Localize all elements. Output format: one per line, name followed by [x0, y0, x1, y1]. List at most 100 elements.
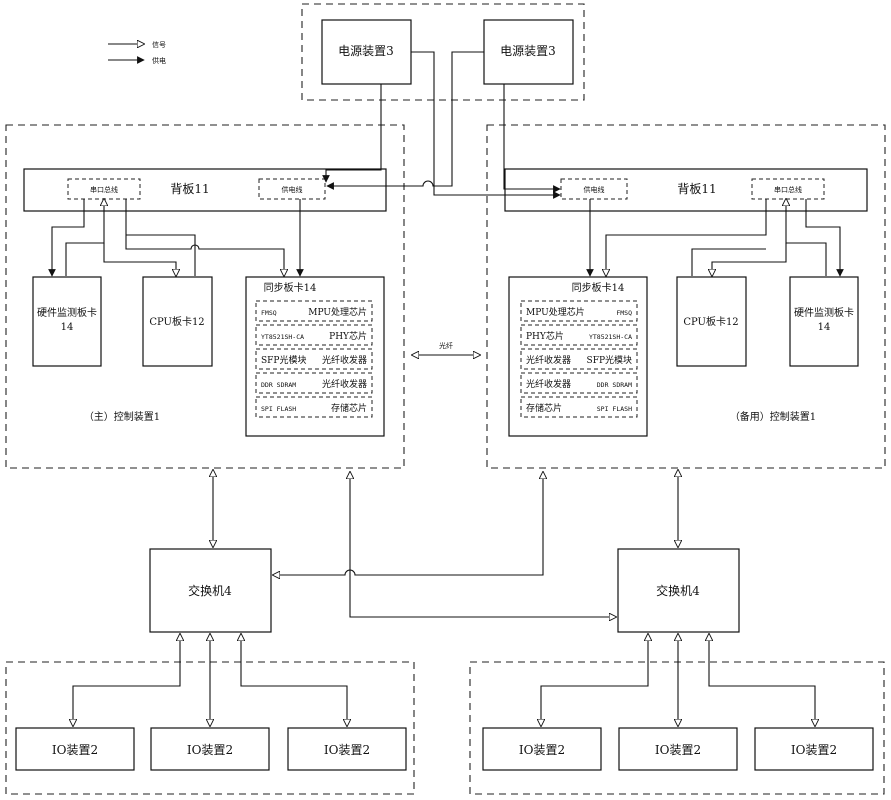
right-backplane-label: 背板11: [677, 182, 716, 196]
right-internal-wiring: [586, 199, 844, 277]
io-device-5: [618, 727, 738, 771]
right-sync-row-left-text: 存储芯片: [526, 402, 562, 414]
right-cpu-label: CPU板卡12: [683, 315, 738, 328]
left-sync-row: [255, 300, 373, 322]
io-device-6-label: IO装置2: [791, 743, 837, 757]
wire-rightswitch-io4: [541, 634, 648, 726]
left-control-boundary: [5, 124, 405, 469]
left-sync-row: [255, 324, 373, 346]
right-power-line-label: 供电线: [584, 185, 605, 194]
left-sync-row: [255, 348, 373, 370]
right-wire-serial-hw: [805, 199, 844, 277]
switch-right: [617, 548, 740, 633]
io-wiring: [73, 634, 815, 726]
legend-power-label: 供电: [152, 56, 166, 65]
io-device-6: [754, 727, 874, 771]
left-sync-row-left-text: SFP光模块: [261, 354, 306, 366]
switch-left: [149, 548, 272, 633]
right-sync-row-right-text: FMSQ: [616, 309, 632, 317]
right-wire-serial-sync: [606, 199, 767, 276]
right-wire-serial-cpu: [712, 243, 787, 276]
io-device-2-label: IO装置2: [187, 743, 233, 757]
left-sync-row: [255, 396, 373, 418]
left-sync-row-right-text: PHY芯片: [329, 330, 367, 342]
wire-leftctrl-rightswitch: [350, 472, 616, 617]
left-sync-label: 同步板卡14: [264, 281, 317, 294]
right-sync-row-left-text: MPU处理芯片: [526, 306, 585, 318]
wire-leftswitch-io1: [73, 634, 180, 726]
left-internal-wiring: [48, 199, 304, 277]
left-sync-row: [255, 372, 373, 394]
left-control-device: 背板11 串口总线 供电线 硬件监测板卡 14 CPU板卡12 同步板卡14 F…: [5, 124, 405, 469]
left-sync-row-right-text: 光纤收发器: [322, 354, 367, 366]
io-device-5-label: IO装置2: [655, 743, 701, 757]
right-sync-row: [520, 372, 638, 394]
power-supply-left: [321, 19, 412, 85]
power-group: 电源装置3 电源装置3: [301, 3, 585, 101]
io-device-1: [15, 727, 135, 771]
left-control-label: （主）控制装置1: [84, 410, 160, 423]
io-device-3-label: IO装置2: [324, 743, 370, 757]
left-wire-serial-hw: [48, 199, 85, 277]
right-power-line: [560, 178, 628, 200]
left-wire-hw-serial: [65, 199, 104, 276]
right-wire-hw-serial: [786, 199, 827, 276]
right-sync-row-right-text: SFP光模块: [587, 354, 632, 366]
right-control-boundary: [486, 124, 886, 469]
left-power-line-label: 供电线: [282, 185, 303, 194]
left-sync-row-left-text: YT8521SH-CA: [261, 333, 304, 341]
right-hw-monitor-label: 硬件监测板卡: [794, 306, 854, 319]
right-backplane: [504, 168, 868, 212]
power-wire-right-supply: [503, 84, 561, 193]
right-sync-row: [520, 300, 638, 322]
right-hw-monitor-card: [789, 276, 859, 367]
right-sync-card: [508, 276, 648, 437]
right-sync-row-right-text: DDR SDRAM: [597, 381, 632, 389]
power-supply-right-label: 电源装置3: [500, 44, 556, 58]
io-device-1-label: IO装置2: [52, 743, 98, 757]
wire-leftswitch-io3: [241, 634, 347, 726]
io-group-left: IO装置2 IO装置2 IO装置2: [5, 661, 415, 795]
switch-right-label: 交换机4: [656, 583, 700, 598]
right-sync-row-left-text: 光纤收发器: [526, 378, 571, 390]
left-backplane-label: 背板11: [170, 182, 209, 196]
left-cpu-label: CPU板卡12: [149, 315, 204, 328]
power-wire-cross-left: [326, 51, 484, 190]
io-device-4-label: IO装置2: [519, 743, 565, 757]
power-supply-right: [483, 19, 574, 85]
right-control-label: （备用）控制装置1: [730, 410, 816, 423]
right-sync-row: [520, 396, 638, 418]
left-sync-row-right-text: MPU处理芯片: [308, 306, 367, 318]
switches: 交换机4 交换机4: [149, 548, 740, 633]
right-cpu-card: [676, 276, 747, 367]
wire-leftswitch-rightctrl: [273, 472, 543, 575]
power-supply-left-label: 电源装置3: [338, 44, 394, 58]
left-serial-bus-label: 串口总线: [90, 185, 118, 194]
right-hw-monitor-number: 14: [818, 322, 831, 333]
left-sync-row-right-text: 存储芯片: [331, 402, 367, 414]
right-serial-bus-label: 串口总线: [774, 185, 802, 194]
right-sync-row-right-text: YT8521SH-CA: [589, 333, 632, 341]
left-hw-monitor-number: 14: [61, 322, 74, 333]
power-wire-cross-right: [411, 51, 561, 199]
left-sync-row-left-text: SPI FLASH: [261, 405, 296, 413]
left-hw-monitor-label: 硬件监测板卡: [37, 306, 97, 319]
left-sync-row-right-text: 光纤收发器: [322, 378, 367, 390]
right-sync-row: [520, 324, 638, 346]
right-sync-row: [520, 348, 638, 370]
right-wire-cpu-bus: [691, 248, 766, 276]
power-wire-left-supply: [322, 84, 382, 183]
right-sync-row-left-text: PHY芯片: [526, 330, 564, 342]
right-sync-row-left-text: 光纤收发器: [526, 354, 571, 366]
switch-wiring: [213, 470, 678, 617]
wire-rightswitch-io6: [709, 634, 815, 726]
right-sync-row-right-text: SPI FLASH: [597, 405, 632, 413]
fiber-link: 光纤: [412, 341, 480, 355]
left-wire-serial-cpu: [103, 243, 176, 276]
switch-left-label: 交换机4: [188, 583, 232, 598]
left-sync-card: [245, 276, 385, 437]
